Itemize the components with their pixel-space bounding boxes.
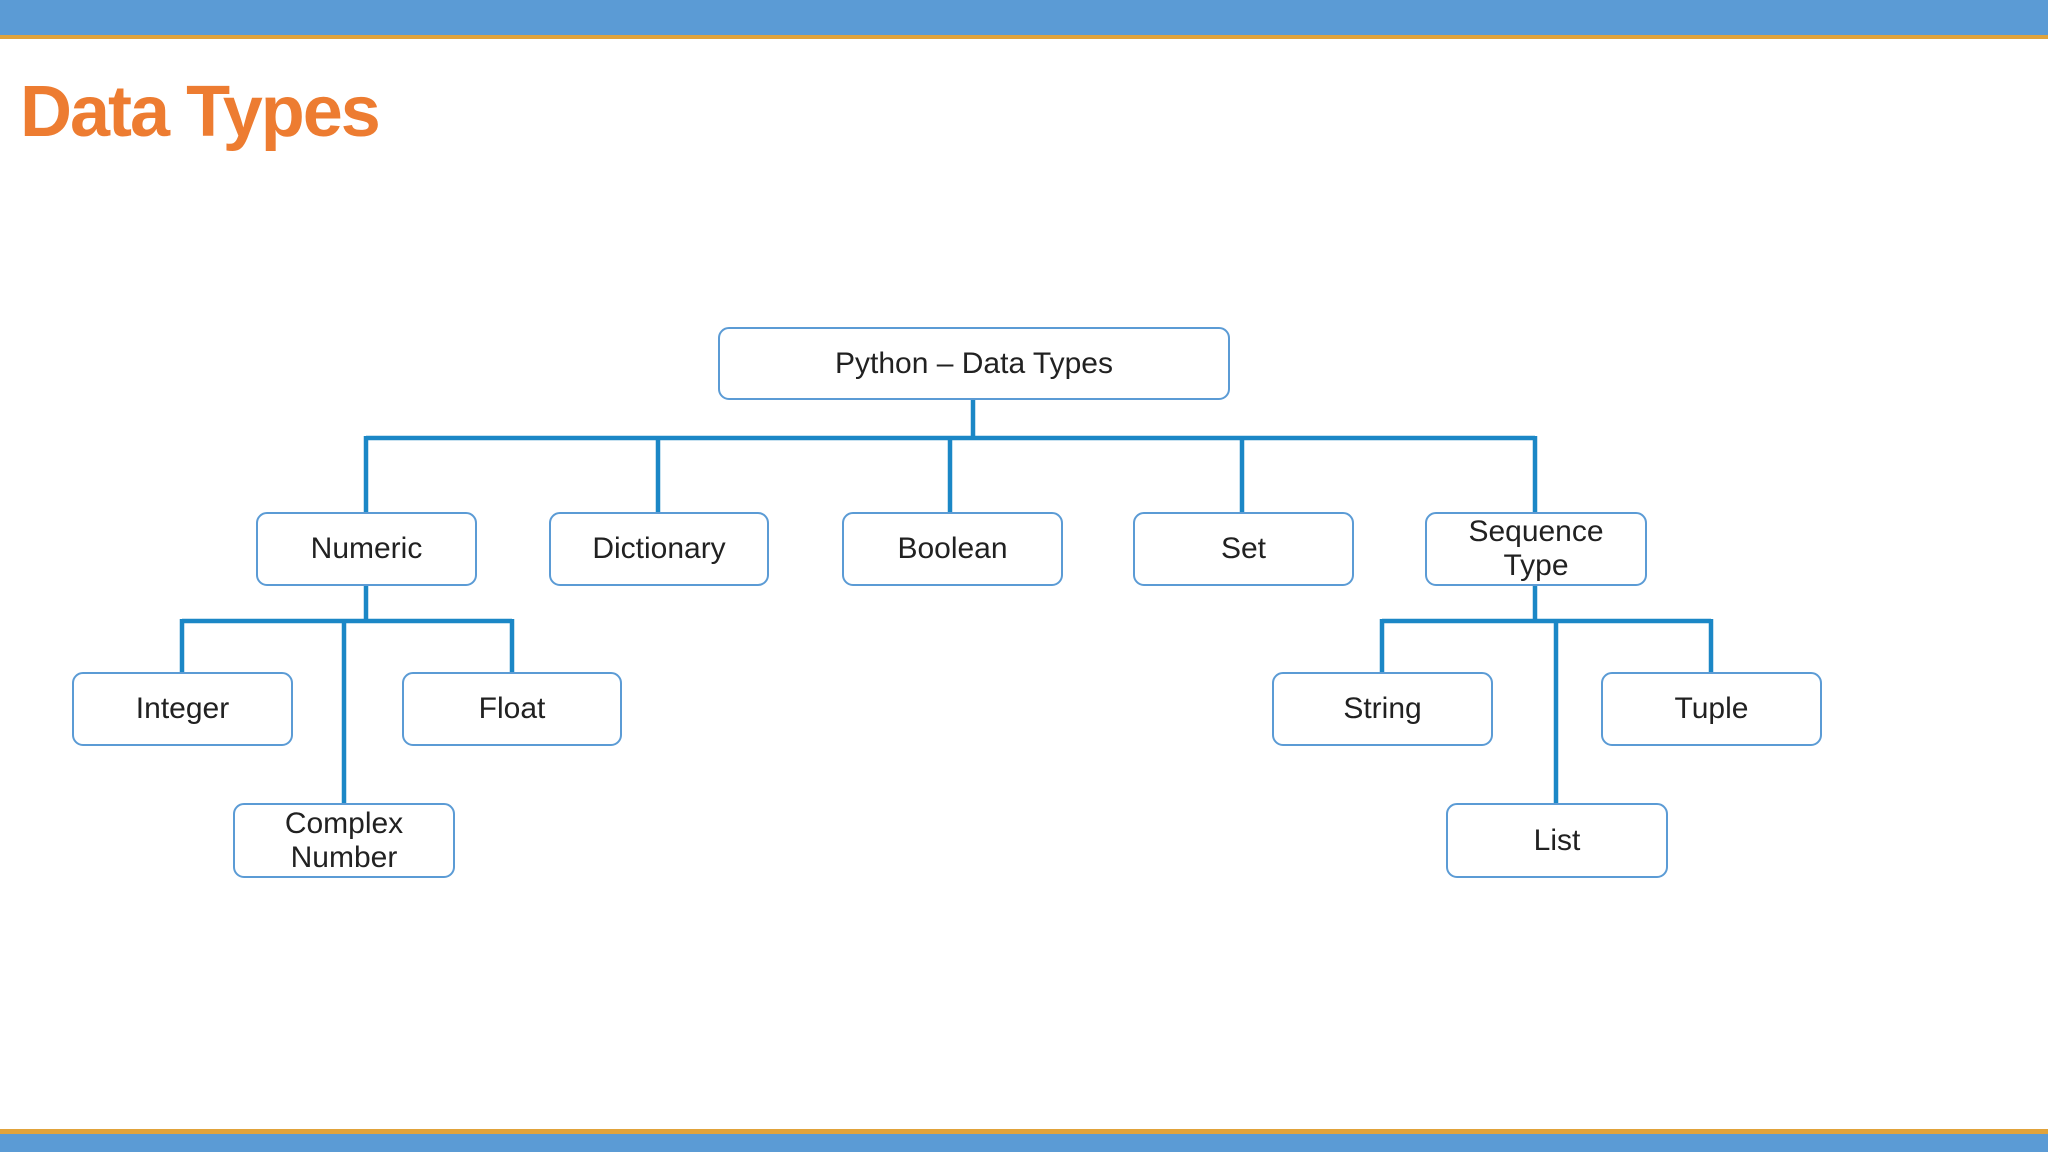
node-label: Integer [135, 692, 230, 725]
node-label: Python – Data Types [835, 346, 1113, 380]
top-accent-bar [0, 0, 2048, 35]
node-dictionary: Dictionary [549, 512, 769, 586]
node-complex-number: Complex Number [233, 803, 455, 878]
node-label: Boolean [897, 532, 1008, 565]
node-label: Tuple [1674, 692, 1749, 725]
node-float: Float [402, 672, 622, 746]
node-label: Float [478, 692, 546, 725]
node-label: Dictionary [592, 532, 726, 565]
node-set: Set [1133, 512, 1354, 586]
page-title: Data Types [20, 72, 381, 152]
node-numeric: Numeric [256, 512, 477, 586]
node-label: Complex Number [284, 806, 404, 874]
node-sequence-type: Sequence Type [1425, 512, 1647, 586]
bottom-accent-rule [0, 1129, 2048, 1134]
node-list: List [1446, 803, 1668, 878]
node-label: List [1533, 823, 1581, 857]
node-label: Numeric [310, 532, 423, 565]
node-python-data-types: Python – Data Types [718, 327, 1230, 400]
node-integer: Integer [72, 672, 293, 746]
node-label: String [1343, 692, 1422, 725]
node-string: String [1272, 672, 1493, 746]
top-accent-rule [0, 35, 2048, 39]
bottom-accent-bar [0, 1134, 2048, 1152]
node-label: Set [1220, 532, 1267, 565]
node-tuple: Tuple [1601, 672, 1822, 746]
node-boolean: Boolean [842, 512, 1063, 586]
node-label: Sequence Type [1468, 515, 1604, 582]
